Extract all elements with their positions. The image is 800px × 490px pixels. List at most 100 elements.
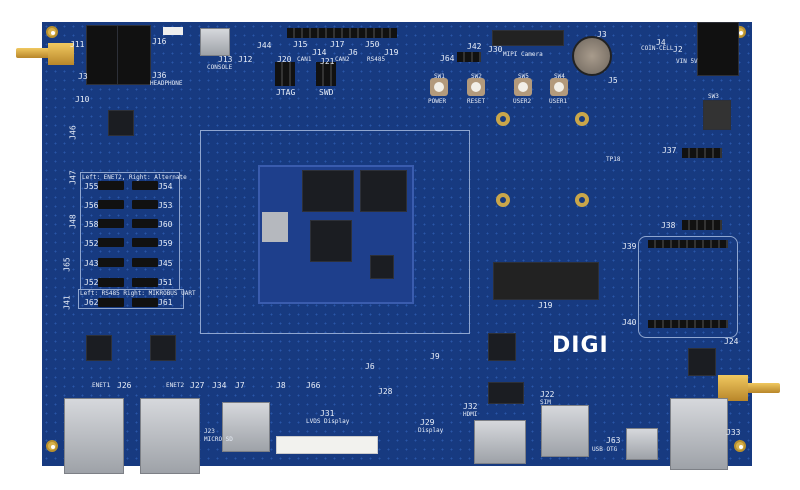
label-lvds-display: LVDS Display (306, 418, 350, 425)
label-can2: CAN2 (335, 56, 350, 63)
jumper[interactable] (132, 298, 158, 307)
jumper[interactable] (98, 181, 124, 190)
connector-j16 (163, 27, 183, 35)
pmic-chip (370, 255, 394, 279)
label-console: CONSOLE (207, 64, 233, 71)
label-j52: J52 (84, 239, 99, 248)
label-j30: J30 (488, 45, 503, 54)
jumper[interactable] (132, 181, 158, 190)
ethernet-port-enet2[interactable] (140, 398, 200, 474)
pin-header-top (287, 28, 397, 38)
label-swd: SWD (319, 88, 334, 97)
label-j10: J10 (75, 95, 90, 104)
audio-jack (86, 25, 118, 85)
label-rs485: RS485 (367, 56, 386, 63)
ethernet-port-enet1[interactable] (64, 398, 124, 474)
label-sim: SIM (540, 399, 551, 406)
header-j64 (457, 52, 481, 62)
label-reset: RESET (467, 98, 486, 105)
label-mipi-camera: MIPI Camera (503, 51, 543, 58)
memory-chip (360, 170, 407, 212)
label-j2: J2 (673, 45, 683, 54)
reset-button[interactable] (467, 78, 485, 96)
jumper[interactable] (132, 200, 158, 209)
label-tp18: TP18 (606, 156, 621, 163)
label-display: Display (418, 427, 444, 434)
label-j52-second: J52 (84, 278, 99, 287)
standoff-pad (496, 193, 510, 207)
label-j38: J38 (661, 221, 676, 230)
jtag-header (275, 62, 295, 86)
jumper[interactable] (98, 238, 124, 247)
swd-header (316, 62, 336, 86)
power-button[interactable] (430, 78, 448, 96)
standoff-pad (575, 193, 589, 207)
label-j37: J37 (662, 146, 677, 155)
label-j5: J5 (608, 76, 618, 85)
standoff-pad (496, 112, 510, 126)
label-j34: J34 (212, 381, 227, 390)
m2-slot (493, 262, 599, 300)
label-sw3: SW3 (708, 93, 719, 100)
jumper[interactable] (98, 219, 124, 228)
jumper[interactable] (132, 219, 158, 228)
label-j40: J40 (622, 318, 637, 327)
label-j39: J39 (622, 242, 637, 251)
header-j38 (682, 220, 722, 230)
jumper[interactable] (132, 278, 158, 287)
user2-button[interactable] (514, 78, 532, 96)
digi-logo: DIGI (552, 333, 609, 358)
jumper[interactable] (132, 238, 158, 247)
mikrobus-header-j40 (648, 320, 728, 328)
processor-chip (310, 220, 352, 262)
label-j55: J55 (84, 182, 99, 191)
chip (488, 333, 516, 361)
chip (688, 348, 716, 376)
jumper[interactable] (132, 258, 158, 267)
label-j62: J62 (84, 298, 99, 307)
label-j48: J48 (68, 214, 78, 229)
usb-console-port (200, 28, 230, 56)
label-j23: J23 (204, 428, 215, 435)
label-j61: J61 (158, 298, 173, 307)
jumper[interactable] (98, 298, 124, 307)
som-outline (200, 130, 470, 334)
label-j43: J43 (84, 259, 99, 268)
label-can1: CAN1 (297, 56, 312, 63)
label-jumper-box-enet: Left: ENET2, Right: Alternate (82, 174, 187, 181)
micro-sd-slot[interactable] (222, 402, 270, 452)
jumper[interactable] (98, 200, 124, 209)
mikrobus-header-j39 (648, 240, 728, 248)
label-j44: J44 (257, 41, 272, 50)
ethernet-phy-chip (86, 335, 112, 361)
power-jack (697, 22, 739, 76)
lvds-display-connector (276, 436, 378, 454)
usb-otg-port[interactable] (626, 428, 658, 460)
label-j4: J4 (656, 38, 666, 47)
label-power: POWER (428, 98, 447, 105)
label-j66: J66 (306, 381, 321, 390)
label-j6: J6 (348, 48, 358, 57)
label-j56: J56 (84, 201, 99, 210)
label-j54: J54 (158, 182, 173, 191)
jumper[interactable] (98, 278, 124, 287)
header-j37 (682, 148, 722, 158)
label-jtag: JTAG (276, 88, 296, 97)
label-j32: J32 (463, 402, 478, 411)
label-j6-bottom: J6 (365, 362, 375, 371)
label-j8: J8 (276, 381, 286, 390)
dip-switch-sw3[interactable] (703, 100, 731, 130)
mounting-hole (46, 26, 58, 38)
sma-connector-base (718, 375, 748, 401)
label-j19: J19 (384, 48, 399, 57)
user1-button[interactable] (550, 78, 568, 96)
jumper[interactable] (98, 258, 124, 267)
label-j12: J12 (238, 55, 253, 64)
label-j15: J15 (293, 40, 308, 49)
sma-antenna-connector (744, 383, 780, 393)
sim-card-slot[interactable] (541, 405, 589, 457)
usb-host-port[interactable] (670, 398, 728, 470)
label-j65: J65 (62, 257, 72, 272)
hdmi-port[interactable] (474, 420, 526, 464)
label-j27: J27 (190, 381, 205, 390)
